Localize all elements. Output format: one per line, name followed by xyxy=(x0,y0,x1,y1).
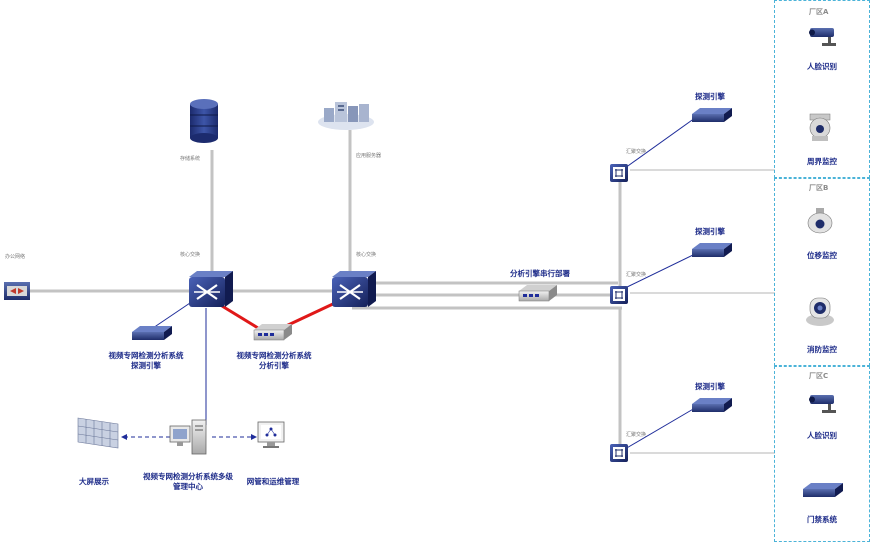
net-mgmt-label: 网管和运维管理 xyxy=(246,477,300,486)
database-icon xyxy=(190,99,218,143)
blue-links xyxy=(149,117,696,450)
monitor-icon xyxy=(257,421,285,448)
agg-switch-bottom-label: 汇聚交换 xyxy=(626,432,647,438)
analysis-engine-label: 视频专网检测分析系统 分析引擎 xyxy=(224,351,324,371)
probe-appliance-icon xyxy=(692,398,732,412)
aggregation-switch-icon xyxy=(610,444,628,462)
analysis-engine-line2: 分析引擎 xyxy=(259,361,289,370)
zone-c-item-face: 人脸识别 xyxy=(807,431,837,440)
office-network-label: 办公网络 xyxy=(5,254,26,260)
probe-left-line1: 视频专网检测分析系统 xyxy=(108,351,184,360)
zone-c-title: 厂区C xyxy=(809,372,829,380)
big-screen-label: 大屏展示 xyxy=(79,477,109,486)
trunk-lines xyxy=(14,130,622,453)
zone-b-item-fire: 消防监控 xyxy=(807,345,837,354)
analysis-appliance-icon xyxy=(518,285,557,302)
probe-left-label: 视频专网检测分析系统 探测引擎 xyxy=(96,351,196,371)
server-room-icon xyxy=(318,102,374,130)
aggregation-switch-icon xyxy=(610,286,628,304)
probe-top-label: 探测引擎 xyxy=(695,92,725,101)
box-camera-icon xyxy=(806,297,834,326)
server-label: 应用服务器 xyxy=(356,153,382,159)
core-switch-left-label: 核心交换 xyxy=(180,252,201,258)
zone-a-item-perimeter: 周界监控 xyxy=(807,157,837,166)
workstation-icon xyxy=(169,419,207,455)
firewall-icon xyxy=(4,282,30,300)
zone-a-title: 厂区A xyxy=(809,8,829,16)
agg-switch-top-label: 汇聚交换 xyxy=(626,149,647,155)
core-switch-icon xyxy=(332,271,376,307)
video-wall-icon xyxy=(77,417,119,449)
aggregation-switch-icon xyxy=(610,164,628,182)
analysis-appliance-icon xyxy=(253,324,292,341)
zone-trunk-lines xyxy=(630,169,775,454)
analysis-engine-line1: 视频专网检测分析系统 xyxy=(236,351,312,360)
core-switch-icon xyxy=(189,271,233,307)
mgmt-center-label: 视频专网检测分析系统多级 管理中心 xyxy=(130,472,246,492)
bullet-camera-icon xyxy=(809,395,836,413)
mgmt-center-line2: 管理中心 xyxy=(173,482,203,491)
serial-deploy-label: 分析引擎串行部署 xyxy=(510,269,570,278)
zone-b-title: 厂区B xyxy=(809,184,829,192)
bullet-camera-icon xyxy=(809,28,836,46)
probe-mid-label: 探测引擎 xyxy=(695,227,725,236)
mgmt-center-line1: 视频专网检测分析系统多级 xyxy=(143,472,233,481)
zone-b-box xyxy=(774,178,870,366)
agg-switch-mid-label: 汇聚交换 xyxy=(626,272,647,278)
probe-left-line2: 探测引擎 xyxy=(131,361,161,370)
core-switch-right-label: 核心交换 xyxy=(356,252,377,258)
zone-b-item-displacement: 位移监控 xyxy=(807,251,837,260)
zone-c-item-access: 门禁系统 xyxy=(807,515,837,524)
zone-a-box xyxy=(774,0,870,178)
probe-bottom-label: 探测引擎 xyxy=(695,382,725,391)
dome-camera-icon xyxy=(809,113,831,141)
zone-a-item-face: 人脸识别 xyxy=(807,62,837,71)
storage-label: 存储系统 xyxy=(180,156,201,162)
red-links xyxy=(221,301,336,330)
probe-appliance-icon xyxy=(132,326,172,340)
probe-appliance-icon xyxy=(692,108,732,122)
access-control-icon xyxy=(803,483,843,497)
probe-appliance-icon xyxy=(692,243,732,257)
ptz-camera-icon xyxy=(807,208,833,234)
